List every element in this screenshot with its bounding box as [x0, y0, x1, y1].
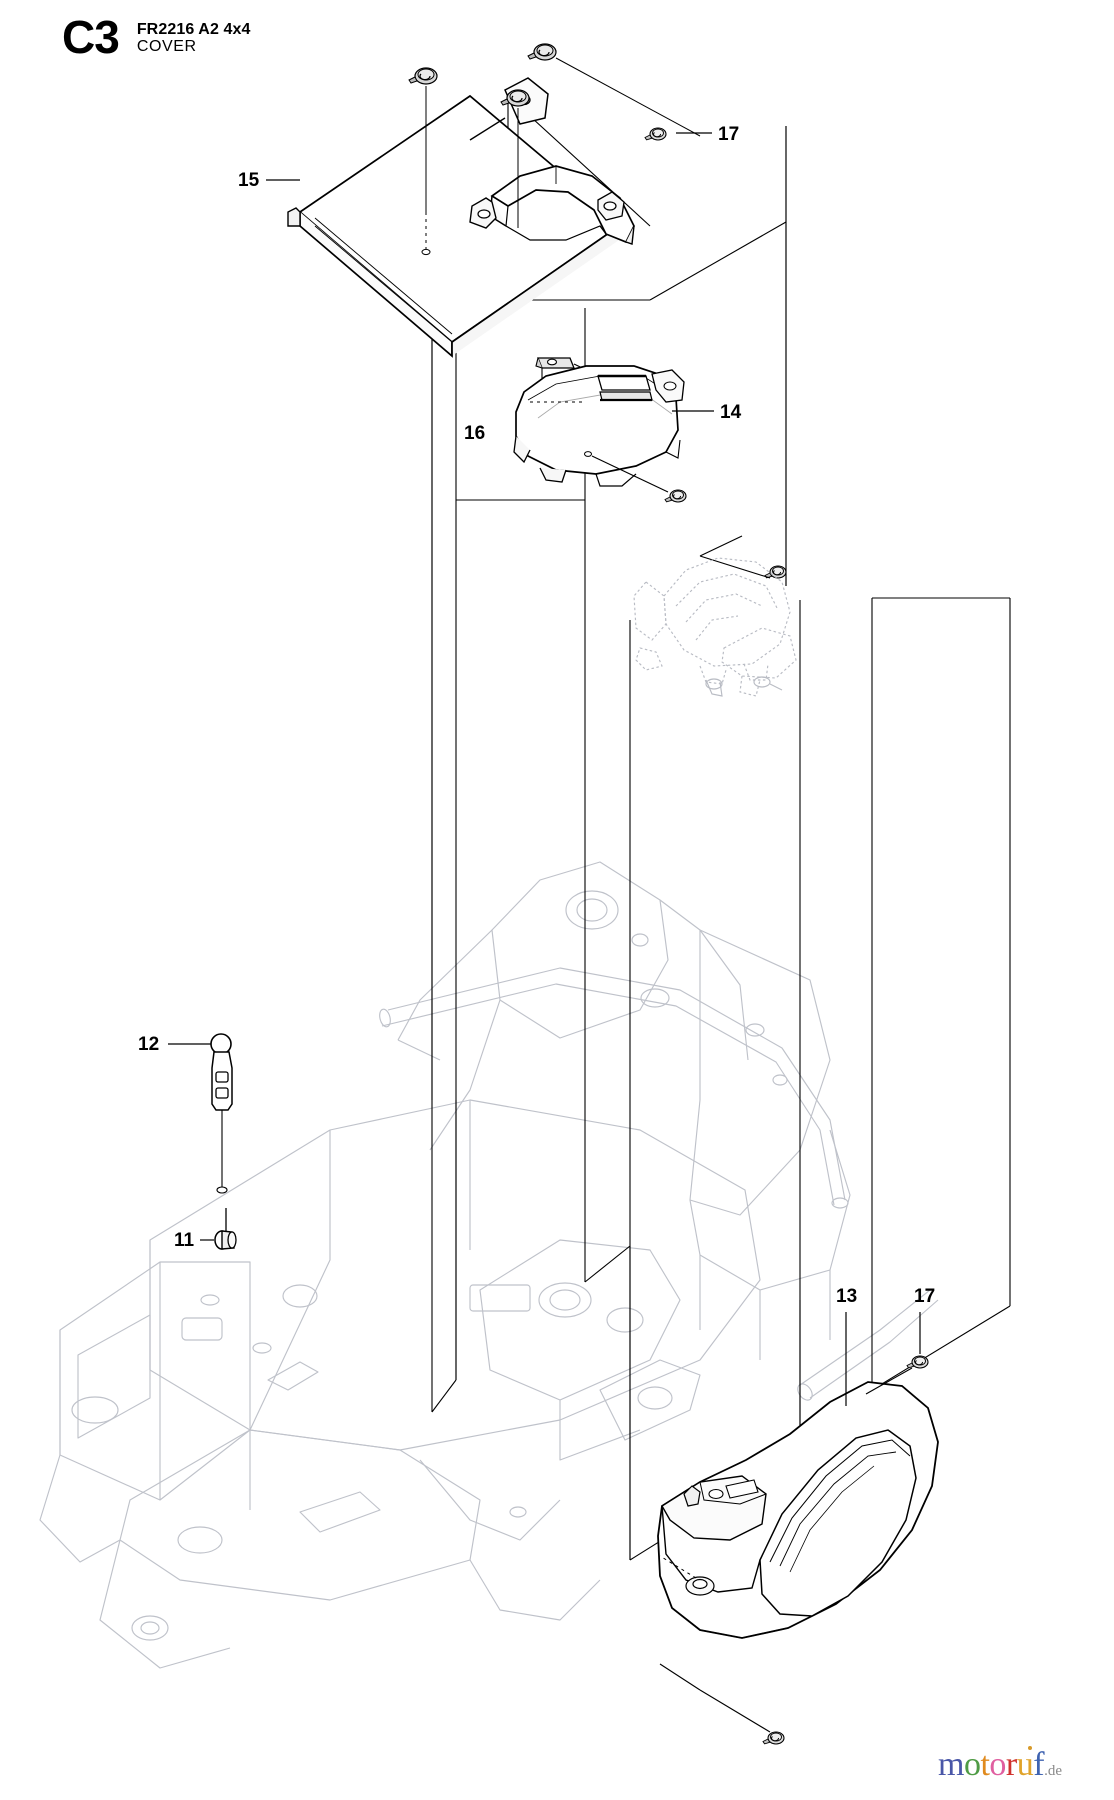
callout-12: 12 [138, 1034, 160, 1055]
callout-14: 14 [720, 402, 742, 423]
watermark-letter-m: m [938, 1746, 964, 1783]
ghost-cover-upper-right [633, 557, 791, 685]
watermark-letter-t: t [980, 1746, 990, 1783]
watermark-letter-o2: o [989, 1746, 1006, 1783]
ghost-bracket-mid [721, 627, 797, 697]
motoruf-watermark: motoruf.de [938, 1746, 1062, 1788]
watermark-letter-f: f [1033, 1746, 1045, 1783]
projection-frame [455, 126, 1011, 1560]
model-name: FR2216 A2 4x4 [136, 21, 251, 38]
watermark-suffix: .de [1044, 1763, 1062, 1779]
part-13-fender [657, 1312, 939, 1639]
part-16-clip [535, 357, 621, 416]
ghost-chassis-assembly [39, 861, 939, 1669]
title-block: FR2216 A2 4x4 COVER [137, 14, 251, 55]
watermark-letter-o1: o [963, 1746, 981, 1783]
callout-15: 15 [238, 170, 260, 191]
projection-lines [431, 95, 1011, 1561]
ghost-cover-fasteners [705, 676, 783, 697]
fastener-mid [699, 555, 787, 579]
fastener-group-top [408, 43, 701, 256]
part-15-wheel-arch [469, 165, 635, 245]
watermark-letter-r: r [1005, 1746, 1017, 1783]
callout-13: 13 [836, 1286, 858, 1307]
part-12-pin [168, 1033, 233, 1194]
part-14-engine-hood [513, 365, 687, 503]
callout-17-top: 17 [718, 124, 740, 145]
fastener-group-bottom [659, 1312, 929, 1745]
callout-11: 11 [174, 1230, 195, 1251]
section-name: COVER [136, 38, 197, 55]
diagram-header: C3 FR2216 A2 4x4 COVER [62, 14, 250, 60]
watermark-letter-u: u [1016, 1746, 1034, 1783]
watermark-accent-dot [1027, 1746, 1032, 1750]
part-15-top-panel [287, 77, 624, 358]
callout-16: 16 [464, 423, 486, 444]
callout-17-bottom: 17 [914, 1286, 936, 1307]
part-11-grommet [200, 1208, 237, 1250]
section-code: C3 [62, 11, 120, 63]
